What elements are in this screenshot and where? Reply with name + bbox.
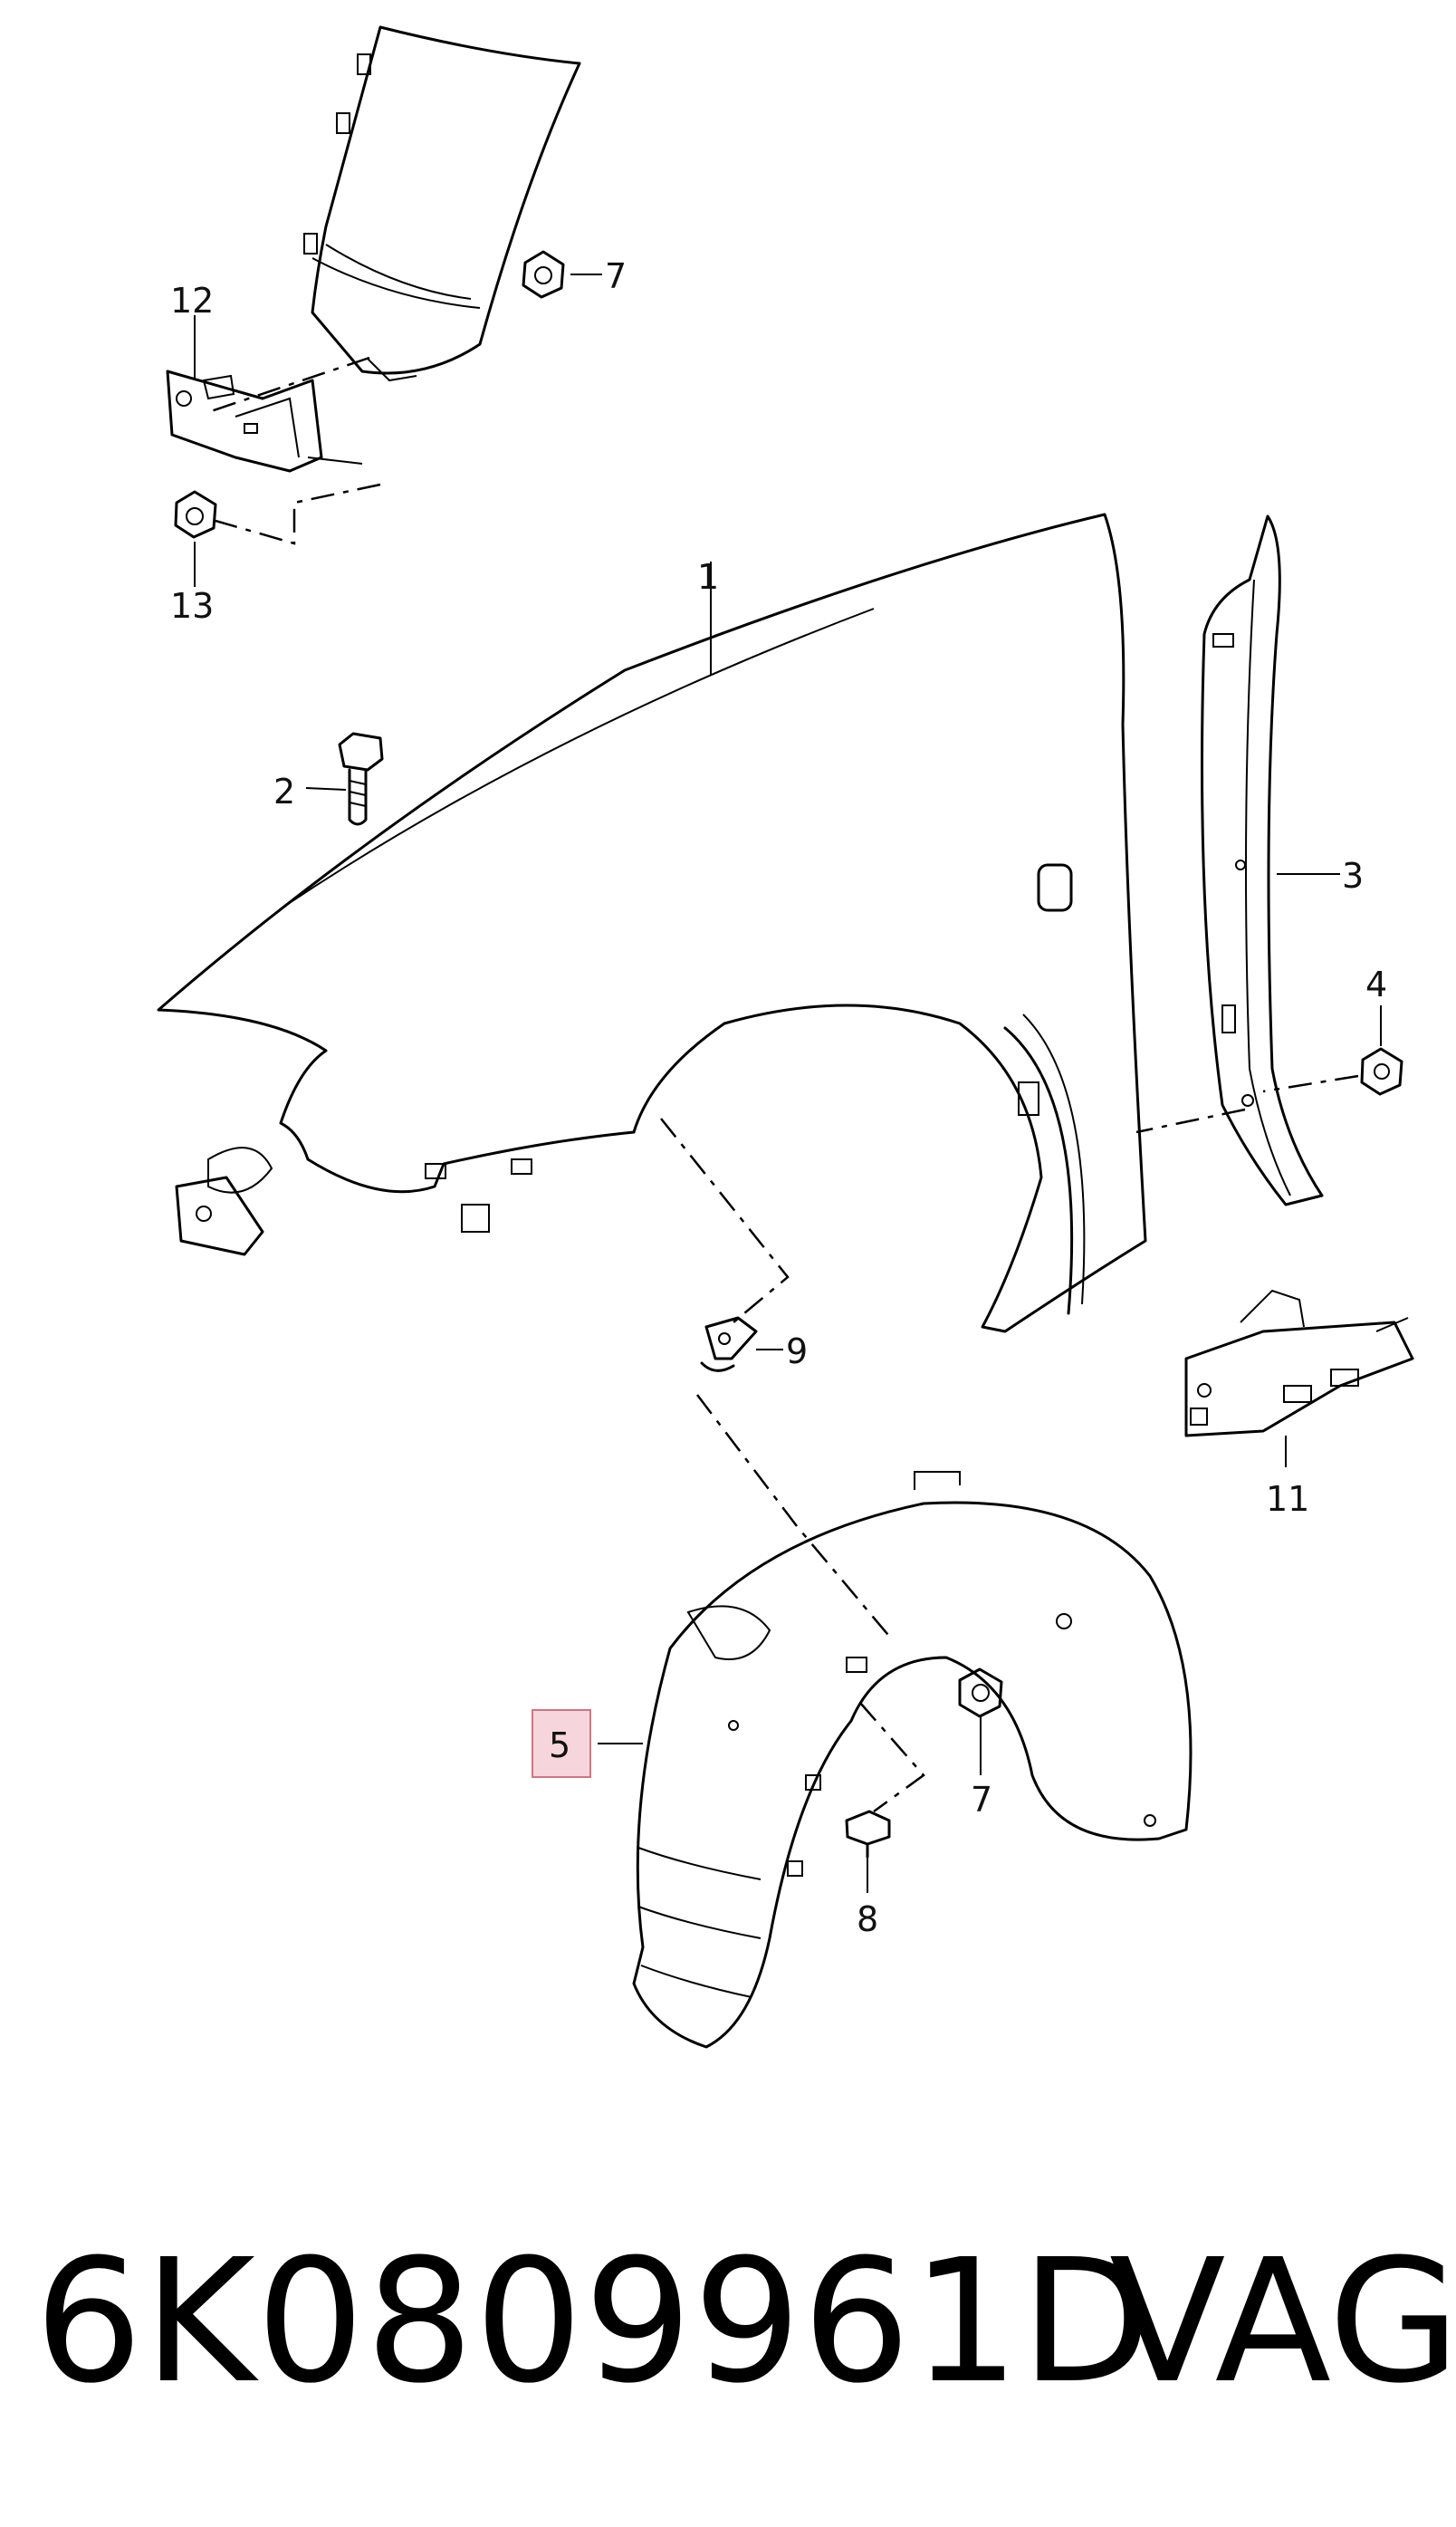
callout-5: 5 (549, 1725, 570, 1765)
highlight-box-callout-5 (532, 1709, 591, 1778)
callout-7-lower: 7 (971, 1780, 992, 1820)
bolt-2 (338, 732, 384, 826)
callout-3: 3 (1342, 856, 1364, 896)
leader-lines (194, 274, 1382, 1893)
callout-13: 13 (170, 586, 214, 626)
callout-7-top: 7 (605, 256, 627, 296)
front-fender-1 (157, 513, 1147, 1333)
nut-13 (174, 490, 217, 539)
upper-fender-section (303, 25, 581, 382)
callout-11: 11 (1266, 1479, 1309, 1519)
part-number-text: 6K0809961D (34, 2223, 1153, 2421)
callout-8: 8 (857, 1899, 878, 1939)
fender-front-bracket (175, 1176, 264, 1256)
clip-9 (700, 1316, 758, 1372)
nut-4 (1360, 1047, 1403, 1096)
nut-7-top (522, 250, 565, 299)
bracket-12 (166, 370, 363, 473)
callout-2: 2 (273, 772, 295, 812)
callout-labels: 12 13 7 1 2 3 4 9 11 5 7 8 (170, 256, 1387, 1939)
nut-7-lower (958, 1667, 1003, 1718)
brand-text: VAG (1109, 2223, 1456, 2421)
callout-1: 1 (697, 557, 719, 597)
screw-8 (845, 1810, 891, 1859)
callout-9: 9 (786, 1331, 808, 1371)
assembly-lines (207, 356, 1359, 1813)
wheel-arch-liner-5 (632, 1471, 1193, 2049)
exploded-parts-diagram: 12 13 7 1 2 3 4 9 11 5 7 8 (157, 25, 1414, 2049)
bracket-11 (1184, 1289, 1414, 1437)
callout-12: 12 (170, 281, 214, 321)
side-panel-3 (1201, 514, 1324, 1206)
callout-4: 4 (1365, 965, 1387, 1004)
